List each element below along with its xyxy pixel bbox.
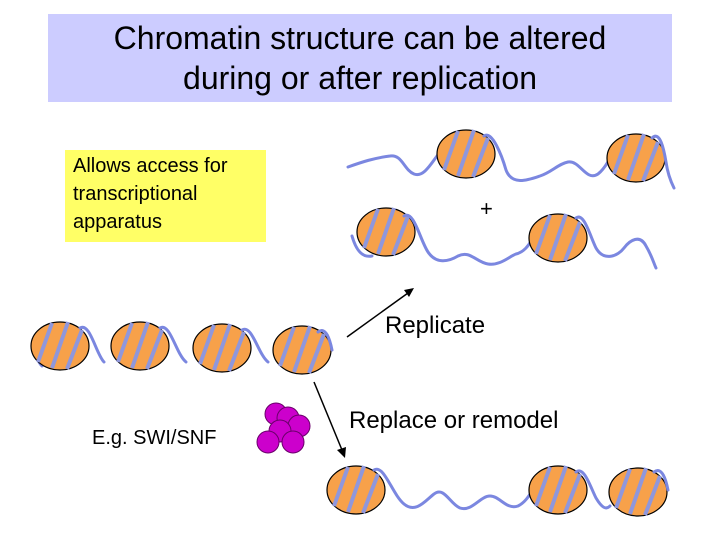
title-line-2: during or after replication [183, 60, 537, 96]
title-line-1: Chromatin structure can be altered [113, 20, 607, 56]
note-line-3: apparatus [73, 211, 162, 233]
nucleosome [325, 464, 387, 516]
note-line-1: Allows access for [73, 155, 228, 177]
nucleosome [607, 466, 669, 518]
original-strand [29, 320, 334, 376]
replicated-strand-top [346, 128, 676, 190]
swi-snf-complex [256, 402, 311, 454]
nucleosome [435, 128, 497, 180]
replicate-arrow [346, 288, 414, 338]
replicated-strand-bottom [350, 206, 658, 270]
note-line-2: transcriptional [73, 183, 198, 205]
plus-sign: + [480, 196, 493, 221]
remodel-arrow [313, 381, 346, 458]
nucleosome [605, 132, 667, 184]
replace-remodel-label: Replace or remodel [349, 407, 559, 434]
nucleosome [527, 212, 589, 264]
replicate-label: Replicate [385, 312, 486, 339]
remodeled-strand [325, 464, 670, 518]
nucleosome [527, 464, 589, 516]
note-box: Allows access for transcriptional appara… [65, 150, 266, 242]
example-label: E.g. SWI/SNF [92, 427, 217, 449]
nucleosome [271, 324, 333, 376]
title-box: Chromatin structure can be altered durin… [48, 14, 672, 102]
